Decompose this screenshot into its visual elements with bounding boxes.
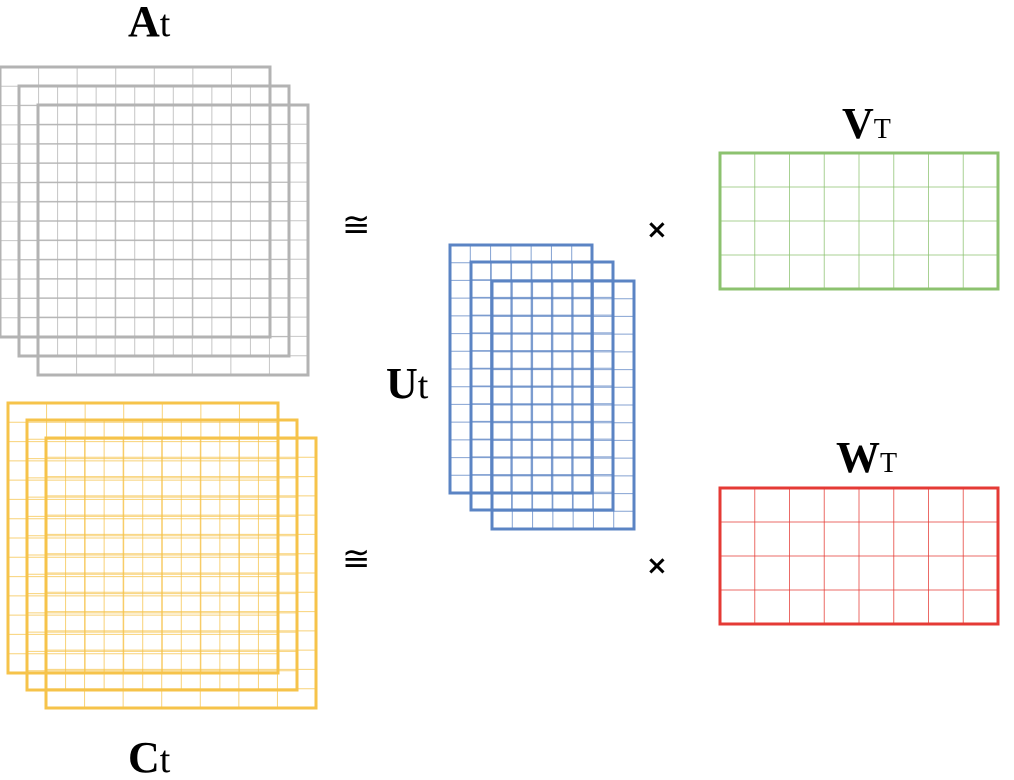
tensor-c-slice-3 xyxy=(44,436,318,710)
tensor-a-slice-3 xyxy=(36,103,310,377)
times-operator-top: × xyxy=(646,215,668,245)
tensor-c-stack xyxy=(6,401,318,710)
matrix-border xyxy=(490,279,636,531)
label-v: VT xyxy=(842,99,891,148)
matrix-border xyxy=(448,243,594,495)
matrix-border xyxy=(718,486,1000,626)
approx-operator-top: ≅ xyxy=(342,205,371,245)
label-u: Ut xyxy=(386,359,429,408)
matrix-border xyxy=(469,260,615,512)
approx-operator-bottom: ≅ xyxy=(342,539,371,579)
matrix-w-grid xyxy=(718,486,1000,626)
matrix-border xyxy=(718,151,1000,291)
label-a: At xyxy=(128,0,171,46)
tensor-a-stack xyxy=(0,65,310,377)
matrix-v-grid xyxy=(718,151,1000,291)
matrix-border xyxy=(36,103,310,377)
matrix-v xyxy=(718,151,1000,291)
tensor-u-stack xyxy=(448,243,636,531)
times-operator-bottom: × xyxy=(646,551,668,581)
matrix-border xyxy=(44,436,318,710)
label-w: WT xyxy=(836,433,897,482)
label-c: Ct xyxy=(128,733,171,780)
matrix-w xyxy=(718,486,1000,626)
tensor-u-slice-3 xyxy=(490,279,636,531)
